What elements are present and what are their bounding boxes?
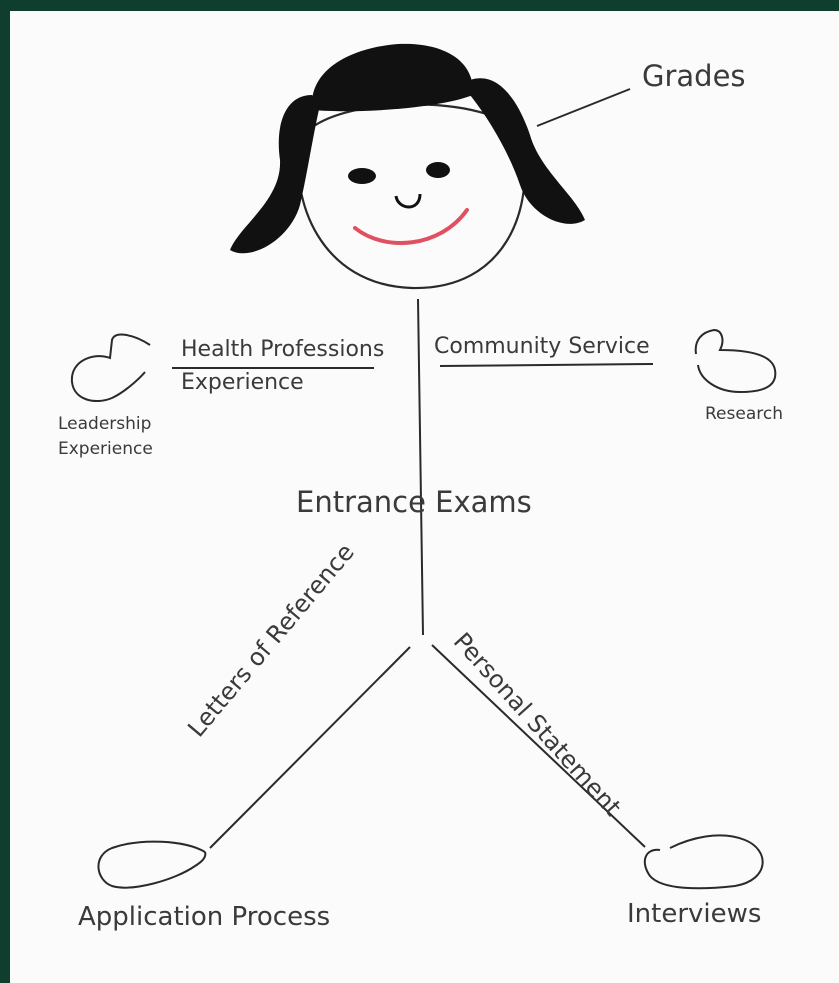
- head-outline: [297, 103, 526, 290]
- grades-pointer-line: [536, 88, 631, 127]
- hair-right-pigtail: [470, 78, 585, 224]
- label-community-service: Community Service: [434, 334, 650, 359]
- right-arm-line: [439, 363, 654, 367]
- paper-sheet: [10, 11, 839, 983]
- hair-left-pigtail: [230, 95, 320, 254]
- label-leadership-experience: Leadership Experience: [58, 412, 178, 461]
- label-leadership-line1: Leadership: [58, 414, 152, 434]
- left-hand: [70, 333, 151, 402]
- label-interviews: Interviews: [627, 899, 762, 929]
- right-hand: [694, 328, 777, 394]
- body-line: [417, 298, 424, 636]
- right-foot: [643, 834, 764, 890]
- smile: [353, 208, 469, 245]
- right-leg-line: [431, 644, 646, 848]
- label-health-professions-line2: Experience: [181, 370, 304, 396]
- label-health-professions-line1: Health Professions: [181, 337, 385, 362]
- right-eye: [426, 162, 450, 178]
- label-health-professions: Health Professions Experience: [181, 337, 384, 396]
- hair-top: [311, 43, 474, 112]
- label-grades: Grades: [642, 59, 746, 93]
- left-leg-line: [209, 646, 411, 849]
- label-entrance-exams: Entrance Exams: [296, 485, 532, 519]
- label-research: Research: [705, 404, 783, 424]
- nose: [394, 193, 422, 209]
- label-leadership-line2: Experience: [58, 438, 153, 459]
- label-application-process: Application Process: [78, 902, 331, 932]
- left-foot: [97, 840, 207, 889]
- left-eye: [348, 168, 376, 184]
